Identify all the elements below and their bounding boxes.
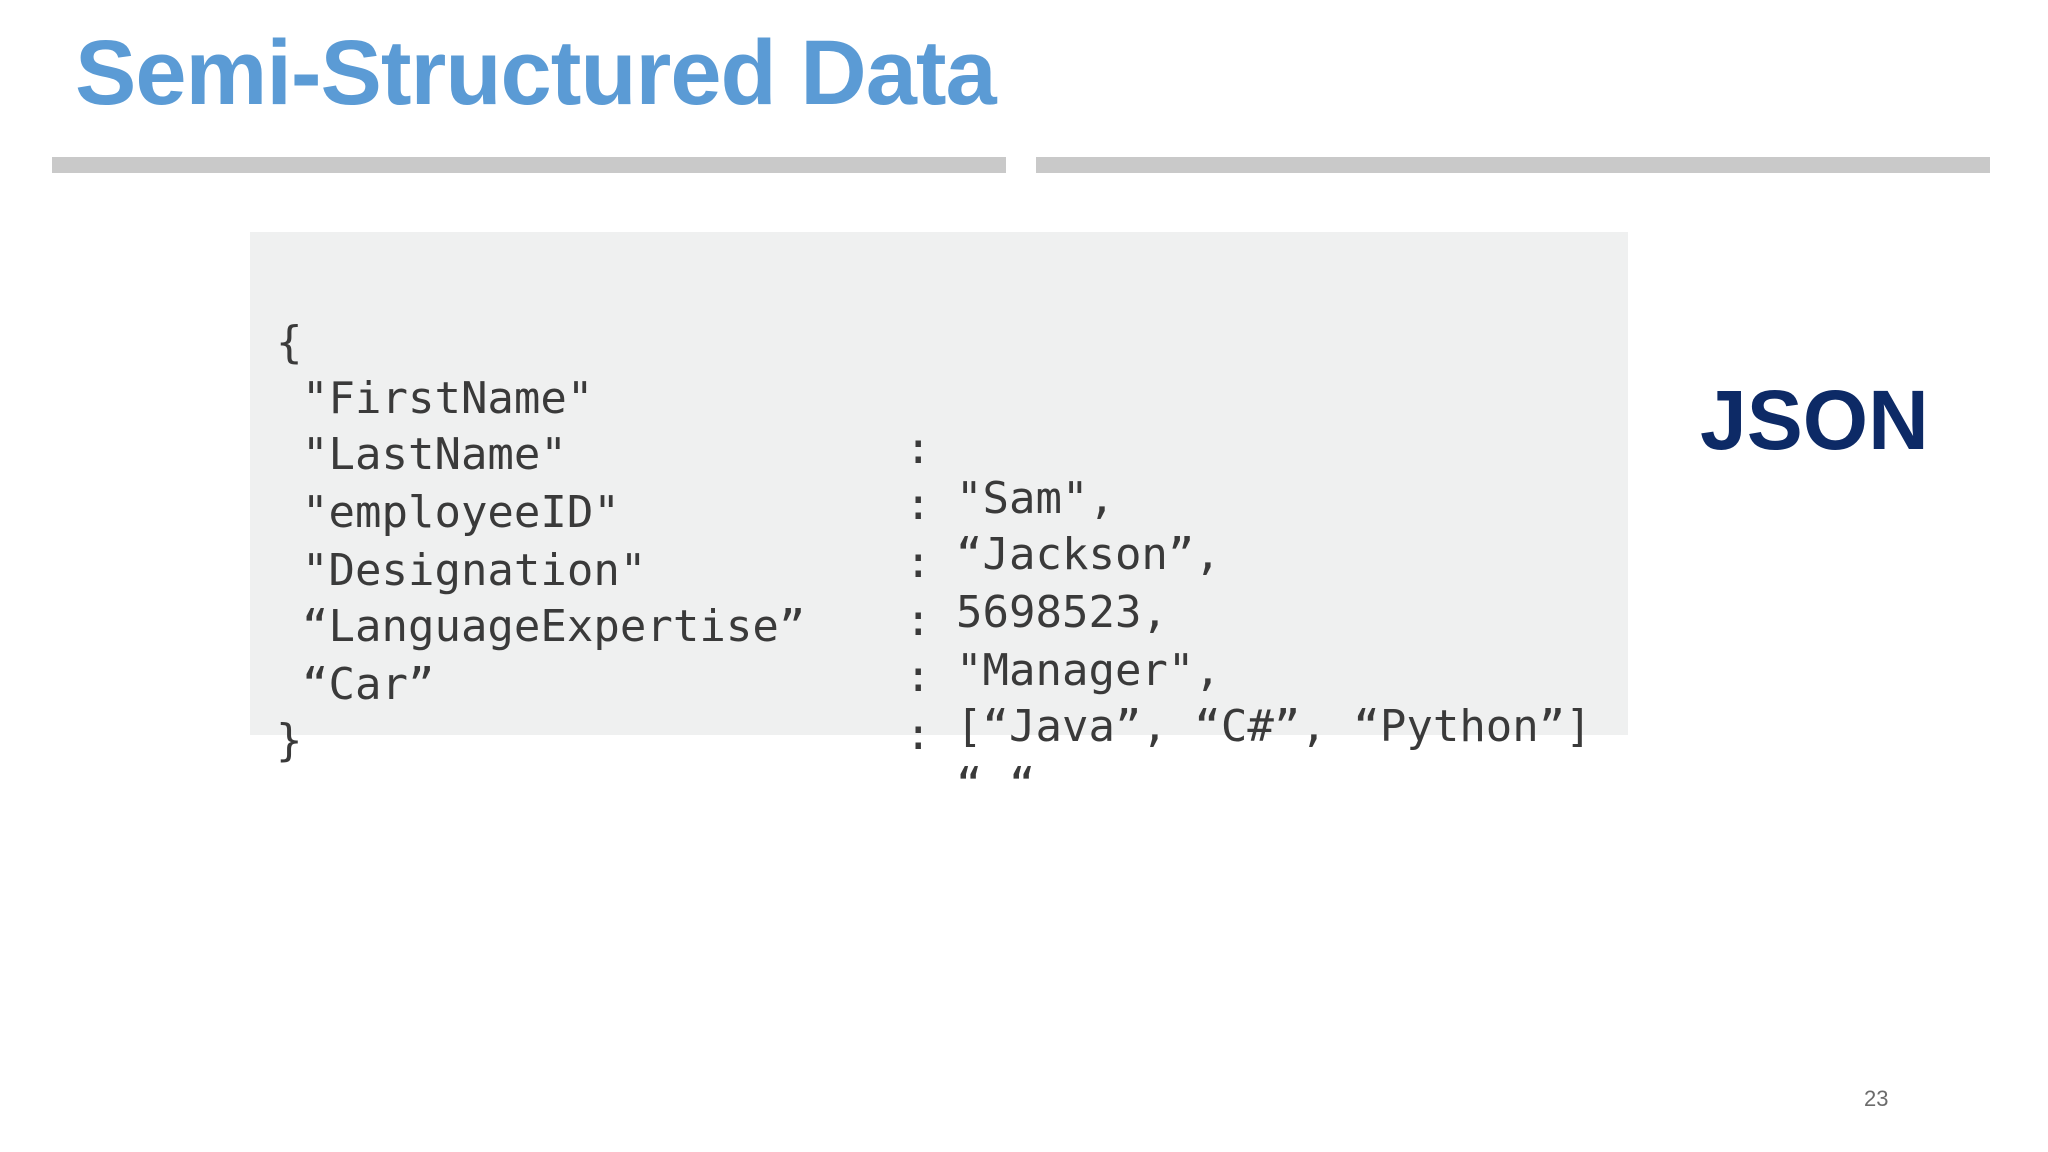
code-row: “Car” : “ “	[250, 610, 1628, 810]
title-divider-left	[52, 157, 1006, 173]
code-colon: :	[905, 537, 932, 588]
code-line-close: }	[250, 666, 1628, 766]
code-colon: :	[905, 651, 932, 702]
json-code-panel: { "FirstName" : "Sam", "LastName" : “Jac…	[250, 232, 1628, 810]
code-value: 5698523,	[956, 587, 1168, 638]
code-colon: :	[905, 709, 932, 760]
code-colon: :	[905, 479, 932, 530]
slide-title: Semi-Structured Data	[75, 22, 997, 124]
code-colon: :	[905, 423, 932, 474]
code-row: “LanguageExpertise” : [“Java”, “C#”, “Py…	[250, 552, 1628, 752]
code-value: “ “	[956, 759, 1036, 810]
code-key: “Car”	[302, 659, 435, 710]
title-divider-right	[1036, 157, 1990, 173]
code-key: “LanguageExpertise”	[302, 601, 806, 652]
code-row: "FirstName" : "Sam",	[250, 324, 1628, 524]
code-row: "Designation" : "Manager",	[250, 496, 1628, 696]
code-row: "employeeID" : 5698523,	[250, 438, 1628, 638]
code-value: "Sam",	[956, 473, 1115, 524]
code-value: [“Java”, “C#”, “Python”]	[956, 701, 1592, 752]
code-value: “Jackson”,	[956, 529, 1221, 580]
open-brace: {	[276, 317, 303, 368]
page-number: 23	[1864, 1086, 1889, 1111]
code-value: "Manager",	[956, 645, 1221, 696]
code-key: "LastName"	[302, 429, 567, 480]
code-key: "FirstName"	[302, 373, 594, 424]
code-colon: :	[905, 595, 932, 646]
code-line-open: {	[250, 268, 1628, 368]
code-key: "Designation"	[302, 545, 647, 596]
json-format-label: JSON	[1700, 373, 1929, 467]
code-key: "employeeID"	[302, 487, 620, 538]
close-brace: }	[276, 715, 303, 766]
code-row: "LastName" : “Jackson”,	[250, 380, 1628, 580]
